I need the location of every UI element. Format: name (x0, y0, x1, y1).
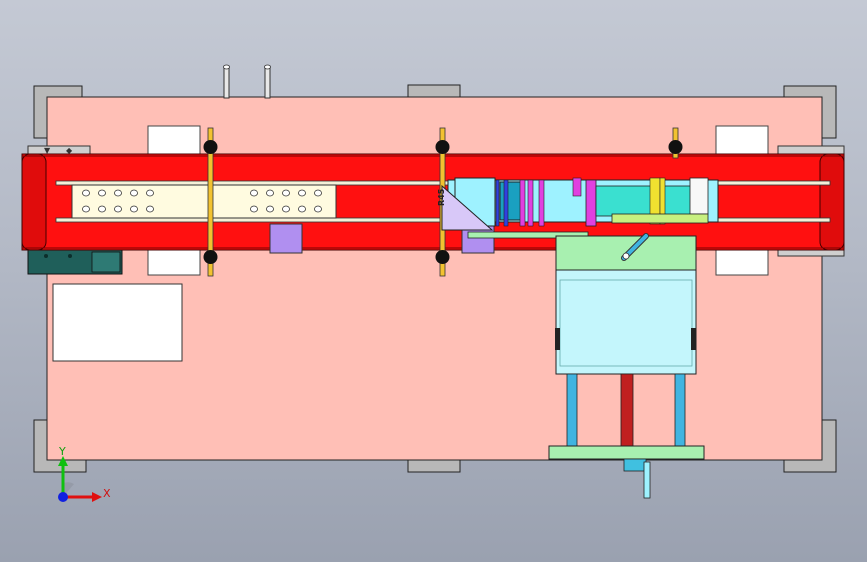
pusher-mechanism[interactable]: R45 (437, 177, 719, 239)
mounting-hole (146, 189, 154, 197)
coordinate-triad-icon[interactable]: Y X (58, 445, 111, 502)
cylinder-assembly[interactable] (548, 233, 705, 499)
mounting-hole (130, 205, 138, 213)
support-blocks (147, 125, 769, 276)
mounting-hole (298, 189, 306, 197)
triad-x-label: X (103, 487, 111, 500)
triad-y-label: Y (58, 445, 66, 458)
svg-text:▼: ▼ (44, 146, 51, 155)
mounting-hole (266, 205, 274, 213)
sensor-pins (223, 64, 271, 99)
end-roller-right (819, 153, 845, 251)
mounting-hole (130, 189, 138, 197)
mounting-hole (146, 205, 154, 213)
sensor-pin-right (264, 65, 271, 99)
svg-text:◆: ◆ (66, 146, 73, 155)
sensor-pin-left (223, 65, 230, 99)
mounting-hole (98, 205, 106, 213)
mounting-hole (282, 205, 290, 213)
piston-rod (620, 373, 634, 447)
mounting-hole (82, 205, 90, 213)
mounting-hole (314, 205, 322, 213)
wedge-guide (441, 184, 494, 231)
mounting-hole (250, 205, 258, 213)
cylinder-body (555, 269, 697, 375)
mounting-hole (314, 189, 322, 197)
mounting-hole (98, 189, 106, 197)
mounting-hole (250, 189, 258, 197)
knob (435, 250, 450, 264)
cylinder-base-plate (548, 445, 705, 460)
knob (435, 140, 450, 154)
drive-motor[interactable] (27, 249, 123, 275)
guide-rod-right (674, 373, 686, 447)
mounting-hole (114, 189, 122, 197)
control-box[interactable] (52, 283, 183, 362)
knob (203, 250, 218, 264)
end-roller-left (21, 153, 47, 251)
mounting-hole (298, 205, 306, 213)
knob (668, 140, 683, 154)
mounting-hole (82, 189, 90, 197)
knob (203, 140, 218, 154)
slide-plate[interactable] (71, 184, 337, 219)
mounting-hole (114, 205, 122, 213)
mounting-hole (282, 189, 290, 197)
label-r45: R45 (437, 188, 446, 206)
guide-rod-left (566, 373, 578, 447)
slide-plate-holes (82, 189, 322, 213)
mounting-hole (266, 189, 274, 197)
